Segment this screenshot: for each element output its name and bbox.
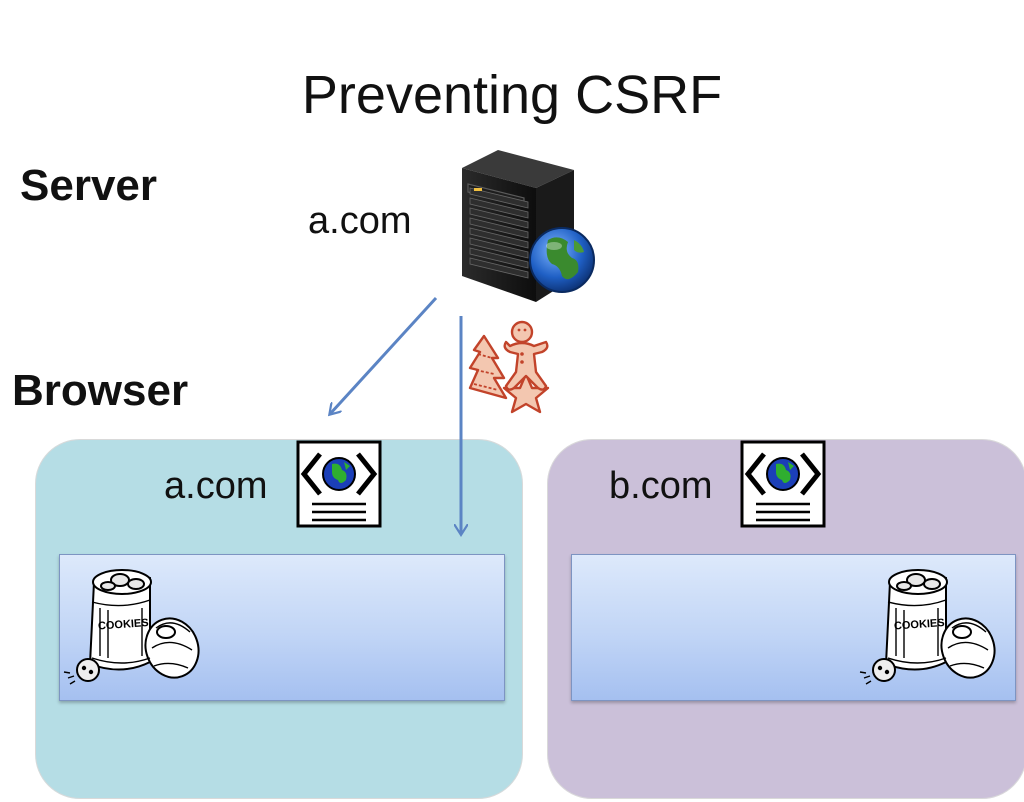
cookie-jar-icon: COOKIES: [63, 569, 200, 685]
cookie-jar-label: COOKIES: [98, 617, 149, 633]
cookie-jar-icon: COOKIES: [859, 569, 996, 685]
cookie-jar-label: COOKIES: [894, 617, 945, 633]
web-page-icon: [296, 440, 382, 528]
server-heading: Server: [20, 161, 158, 210]
window-b-origin-label: b.com: [609, 465, 713, 507]
browser-heading: Browser: [12, 366, 189, 415]
server-origin-label: a.com: [308, 200, 412, 242]
arrow-server-to-window-a: [330, 296, 438, 414]
window-a-origin-label: a.com: [164, 465, 268, 507]
slide-title: Preventing CSRF: [301, 65, 723, 125]
gingerbread-cookies-icon: [468, 320, 550, 414]
server-globe-icon: [462, 150, 595, 302]
web-page-icon: [740, 440, 826, 528]
